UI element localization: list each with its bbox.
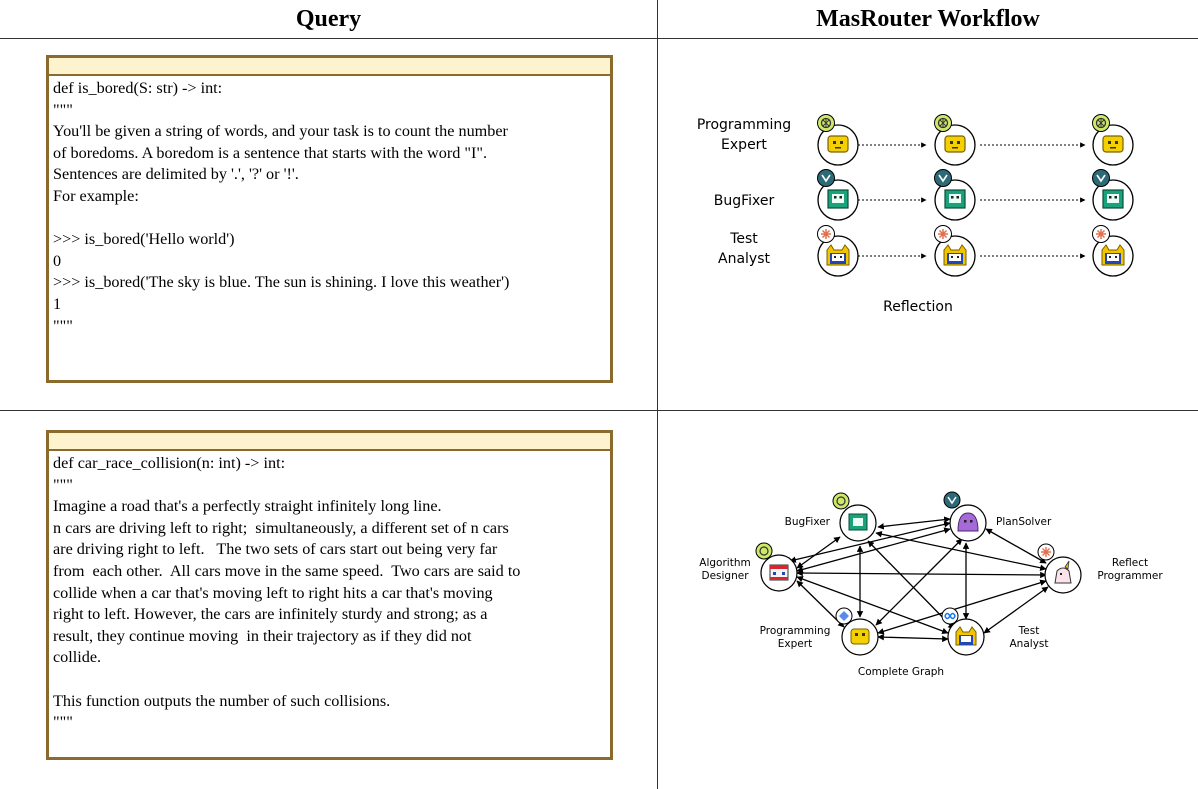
code-line: of boredoms. A boredom is a sentence tha… <box>53 143 488 162</box>
divider-top <box>0 38 1198 39</box>
v-badge-icon <box>933 168 953 188</box>
role-label-test: Test <box>729 231 758 247</box>
label-algorithm: Algorithm <box>699 557 750 569</box>
programming-expert-node <box>841 618 879 656</box>
reflection-workflow-diagram: Programming Expert BugFixer Test Analyst… <box>697 113 1134 315</box>
complete-graph-caption: Complete Graph <box>858 666 944 678</box>
role-label-bugfixer: BugFixer <box>714 193 775 209</box>
role-label-analyst: Analyst <box>718 251 770 267</box>
code-line: Imagine a road that's a perfectly straig… <box>53 497 442 516</box>
code-line: right to left. However, the cars are inf… <box>53 605 488 624</box>
code-line: """ <box>53 475 73 494</box>
openai-icon <box>933 113 953 133</box>
label-reflect: Reflect <box>1112 557 1148 569</box>
code-line: def car_race_collision(n: int) -> int: <box>53 454 286 472</box>
spark-icon <box>816 224 836 244</box>
code-line: def is_bored(S: str) -> int: <box>53 79 223 97</box>
code-line: collide. <box>53 648 102 667</box>
code-line: result, they continue moving in their tr… <box>53 626 472 645</box>
code-line: """ <box>53 316 73 335</box>
code-line: You'll be given a string of words, and y… <box>53 122 508 141</box>
code-line: are driving right to left. The two sets … <box>53 540 498 559</box>
label-analyst: Analyst <box>1010 638 1049 650</box>
openai-icon <box>755 542 773 560</box>
code-line: 1 <box>53 294 62 313</box>
v-badge-icon <box>1091 168 1111 188</box>
reflection-edges <box>858 142 1086 259</box>
label-plansolver: PlanSolver <box>996 516 1052 528</box>
label-test: Test <box>1018 625 1040 637</box>
header-query: Query <box>295 6 362 32</box>
reflection-caption: Reflection <box>883 299 953 315</box>
divider-middle <box>0 410 1198 411</box>
meta-icon <box>941 607 959 625</box>
label-expert: Expert <box>778 638 812 650</box>
label-designer: Designer <box>701 570 749 582</box>
plansolver-node <box>949 504 987 542</box>
role-label-programming: Programming <box>697 117 791 133</box>
code-line: n cars are driving left to right; simult… <box>53 518 509 537</box>
query-text-2: def car_race_collision(n: int) -> int: ""… <box>49 451 610 734</box>
openai-icon <box>816 113 836 133</box>
openai-icon <box>832 492 850 510</box>
v-badge-icon <box>943 491 961 509</box>
query-box-2: def car_race_collision(n: int) -> int: ""… <box>46 430 613 760</box>
label-programming: Programming <box>760 625 831 637</box>
divider-vertical <box>657 0 658 789</box>
code-line: Sentences are delimited by '.', '?' or '… <box>53 165 299 184</box>
algorithm-designer-node <box>760 554 798 592</box>
code-line: """ <box>53 713 73 732</box>
code-line: """ <box>53 100 73 119</box>
code-line <box>53 669 606 691</box>
v-badge-icon <box>816 168 836 188</box>
code-line: collide when a car that's moving left to… <box>53 583 493 602</box>
graph-edges <box>789 516 1049 643</box>
query-text-1: def is_bored(S: str) -> int: """ You'll be… <box>49 76 610 337</box>
code-line: >>> is_bored('Hello world') <box>53 230 235 249</box>
label-programmer: Programmer <box>1097 570 1163 582</box>
spark-icon <box>1091 224 1111 244</box>
test-analyst-node <box>947 618 985 656</box>
code-line <box>53 208 606 230</box>
query-box-2-header-bar <box>49 433 610 451</box>
code-line: from each other. All cars move in the sa… <box>53 561 521 580</box>
query-box-1: def is_bored(S: str) -> int: """ You'll be… <box>46 55 613 383</box>
label-bugfixer: BugFixer <box>785 516 831 528</box>
role-label-expert: Expert <box>721 137 767 153</box>
complete-graph-diagram: BugFixer PlanSolver Algorithm Designer R… <box>699 491 1163 678</box>
code-line: 0 <box>53 251 62 270</box>
gem-icon <box>835 607 853 625</box>
bugfixer-node <box>839 504 877 542</box>
code-line: For example: <box>53 186 139 205</box>
code-line: >>> is_bored('The sky is blue. The sun i… <box>53 273 510 292</box>
spark-icon <box>933 224 953 244</box>
openai-icon <box>1091 113 1111 133</box>
query-box-1-header-bar <box>49 58 610 76</box>
reflect-programmer-node <box>1044 556 1082 594</box>
code-line: This function outputs the number of such… <box>53 691 391 710</box>
spark-icon <box>1037 543 1055 561</box>
header-workflow: MasRouter Workflow <box>816 6 1040 32</box>
